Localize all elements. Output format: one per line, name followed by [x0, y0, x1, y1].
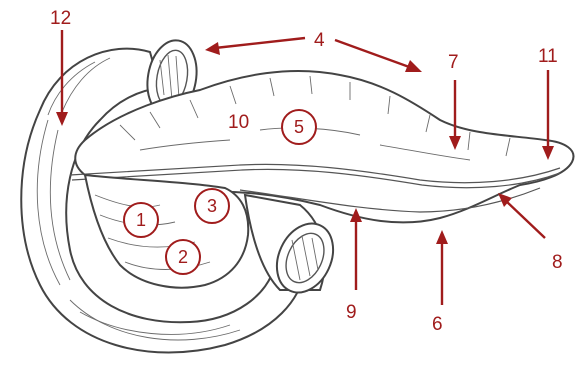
jejunum-opening: [245, 195, 344, 302]
label-9: 9: [346, 302, 357, 323]
circle-label-3: 3: [195, 189, 229, 223]
label-7: 7: [448, 52, 459, 73]
label-12: 12: [50, 8, 71, 29]
svg-text:2: 2: [178, 247, 188, 267]
label-6: 6: [432, 314, 443, 335]
label-8: 8: [552, 252, 563, 273]
svg-text:3: 3: [207, 196, 217, 216]
circle-label-2: 2: [166, 240, 200, 274]
svg-text:5: 5: [294, 117, 304, 137]
pancreas-head: [85, 175, 248, 288]
label-4: 4: [314, 30, 325, 51]
label-10: 10: [228, 112, 249, 133]
svg-text:1: 1: [136, 210, 146, 230]
circle-label-5: 5: [282, 110, 316, 144]
label-11: 11: [538, 46, 558, 67]
circle-label-1: 1: [124, 203, 158, 237]
